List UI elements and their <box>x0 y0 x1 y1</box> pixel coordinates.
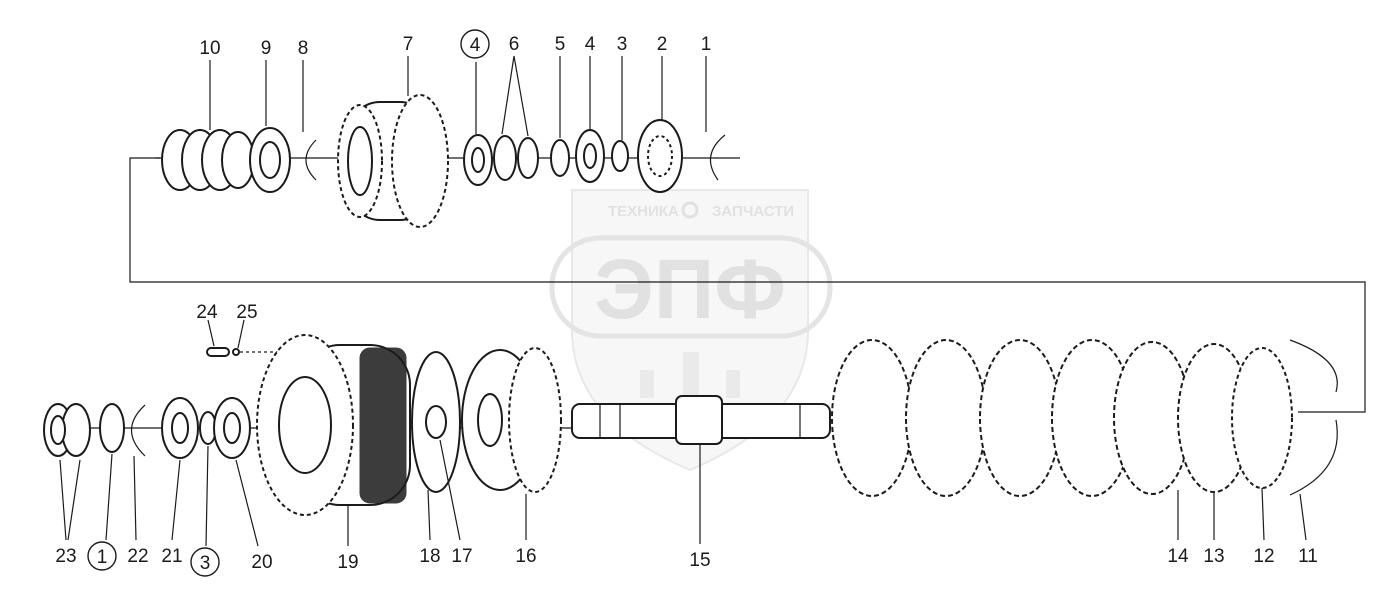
callout-13: 13 <box>1203 546 1224 567</box>
callout-11: 11 <box>1298 546 1318 567</box>
middle-small-parts: 24 25 <box>196 302 290 357</box>
part-21-bearing <box>161 397 199 459</box>
callout-22: 22 <box>127 546 148 567</box>
callout-1: 1 <box>701 34 712 55</box>
callout-5: 5 <box>555 34 566 55</box>
watermark-brand-top: ТЕХНИКА <box>608 203 679 220</box>
part-12-pressure-disc <box>1231 347 1293 489</box>
part-23-washers <box>43 403 91 457</box>
callout-14: 14 <box>1167 546 1189 567</box>
part-6-rings <box>493 135 539 181</box>
callout-12: 12 <box>1253 546 1274 567</box>
part-17-bushing <box>425 405 447 439</box>
part-4-needle-bearing <box>463 134 493 186</box>
callout-circle-1 <box>87 541 117 571</box>
callout-16: 16 <box>515 546 536 567</box>
part-24-pin <box>206 347 230 357</box>
gear-icon <box>681 201 699 219</box>
callout-19: 19 <box>337 552 358 573</box>
part-20-bearing <box>213 397 251 459</box>
part-9-bearing <box>249 127 291 193</box>
callout-24: 24 <box>196 302 218 323</box>
callout-10: 10 <box>199 38 220 59</box>
top-assembly: 10 9 8 7 4 6 5 4 3 2 1 <box>155 29 740 228</box>
callout-25: 25 <box>236 302 257 323</box>
part-4-bearing <box>575 129 605 183</box>
watermark-shield <box>571 189 809 472</box>
callout-3: 3 <box>617 34 628 55</box>
callout-15: 15 <box>689 550 710 571</box>
watermark-pill <box>549 235 833 339</box>
callout-circled-3: 3 <box>200 553 211 574</box>
callout-21: 21 <box>161 546 182 567</box>
bottom-assembly: 23 1 22 21 3 20 19 18 17 16 15 14 13 12 … <box>43 334 1338 577</box>
part-15-shaft <box>571 395 831 445</box>
callout-9: 9 <box>261 38 272 59</box>
callout-circled-4: 4 <box>470 35 481 56</box>
part-2-ball-bearing <box>637 119 683 193</box>
watermark-brand-main: ЭПФ <box>594 242 786 336</box>
part-11-retaining-ring-bottom <box>1289 419 1338 496</box>
callout-circle-3 <box>190 547 220 577</box>
part-19-gear-drum <box>256 334 411 516</box>
callout-17: 17 <box>451 546 472 567</box>
callout-4: 4 <box>585 34 596 55</box>
part-10-spring-rings <box>161 129 255 191</box>
callout-6: 6 <box>509 34 520 55</box>
wheat-icon <box>640 352 740 398</box>
bottom-leaders <box>59 439 1307 547</box>
callout-7: 7 <box>403 34 414 55</box>
part-3-ring <box>611 140 629 172</box>
part-14-clutch-discs <box>831 339 1191 497</box>
callout-2: 2 <box>657 34 668 55</box>
part-16-gear-disc <box>461 347 562 493</box>
part-1-snap-ring <box>709 134 726 181</box>
part-8-snap-ring <box>305 139 317 181</box>
part-5-ring <box>550 139 570 177</box>
top-leaders <box>209 55 707 140</box>
part-11-retaining-ring-top <box>1289 339 1338 393</box>
callout-8: 8 <box>298 38 309 59</box>
part-7-double-gear <box>337 94 449 228</box>
assembly-connector-line <box>129 157 1366 413</box>
watermark: ТЕХНИКА ЗАПЧАСТИ ЭПФ <box>549 189 833 472</box>
callout-20: 20 <box>251 552 272 573</box>
callout-18: 18 <box>419 546 440 567</box>
part-1-ring <box>99 403 125 453</box>
callout-23: 23 <box>55 546 76 567</box>
part-22-snap-ring <box>131 404 146 457</box>
callout-circled-1: 1 <box>97 547 108 568</box>
watermark-brand-top-right: ЗАПЧАСТИ <box>712 203 794 220</box>
callout-circle-4 <box>460 29 490 59</box>
part-25-ball <box>232 348 240 356</box>
